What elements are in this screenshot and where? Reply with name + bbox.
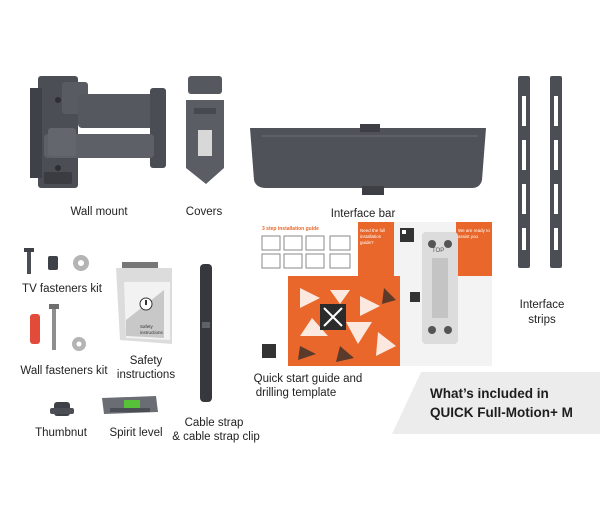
quick-start-guide-illustration	[254, 222, 492, 366]
cable-strap-label-line1: Cable strap	[184, 417, 244, 429]
interface-bar-illustration	[250, 124, 486, 195]
cable-strap-illustration	[200, 264, 212, 402]
spirit-level-illustration	[102, 396, 158, 414]
thumbnut-label: Thumbnut	[35, 427, 87, 439]
tv-fasteners-kit-label: TV fasteners kit	[22, 283, 102, 295]
thumbnut-illustration	[50, 402, 74, 416]
safety-instructions-illustration	[116, 262, 172, 344]
quick-start-guide-label-line2: drilling template	[255, 387, 337, 399]
badge-line-2: QUICK Full-Motion+ M	[430, 405, 573, 420]
spirit-level-label: Spirit level	[109, 427, 163, 439]
need-full-guide-text: Need the full installation guide?	[360, 228, 386, 245]
whats-included-badge	[392, 372, 600, 434]
cable-strap-label-line2: & cable strap clip	[172, 431, 260, 443]
guide-heading-text: 3 step installation guide	[262, 226, 319, 232]
safety-instructions-label-line2: instructions	[116, 369, 176, 381]
safety-card-text: Safety instructions	[140, 324, 163, 335]
wall-fasteners-illustration	[30, 304, 86, 351]
covers-illustration	[186, 76, 224, 184]
interface-bar-label: Interface bar	[330, 208, 396, 220]
we-are-ready-text: We are ready to assist you	[458, 228, 490, 239]
quick-start-guide-label-line1: Quick start guide and	[253, 373, 363, 385]
wall-fasteners-kit-label: Wall fasteners kit	[20, 365, 108, 377]
interface-strips-label-line1: Interface	[519, 299, 565, 311]
covers-label: Covers	[185, 206, 223, 218]
badge-line-1: What’s included in	[430, 386, 549, 401]
interface-strips-illustration	[518, 76, 562, 268]
top-label: TOP	[432, 248, 445, 254]
interface-strips-label-line2: strips	[528, 314, 556, 326]
tv-fasteners-illustration	[24, 248, 89, 274]
wall-mount-label: Wall mount	[70, 206, 128, 218]
safety-instructions-label-line1: Safety	[129, 355, 163, 367]
wall-mount-illustration	[30, 76, 166, 188]
whats-included-badge-text: What’s included in QUICK Full-Motion+ M	[430, 384, 598, 422]
